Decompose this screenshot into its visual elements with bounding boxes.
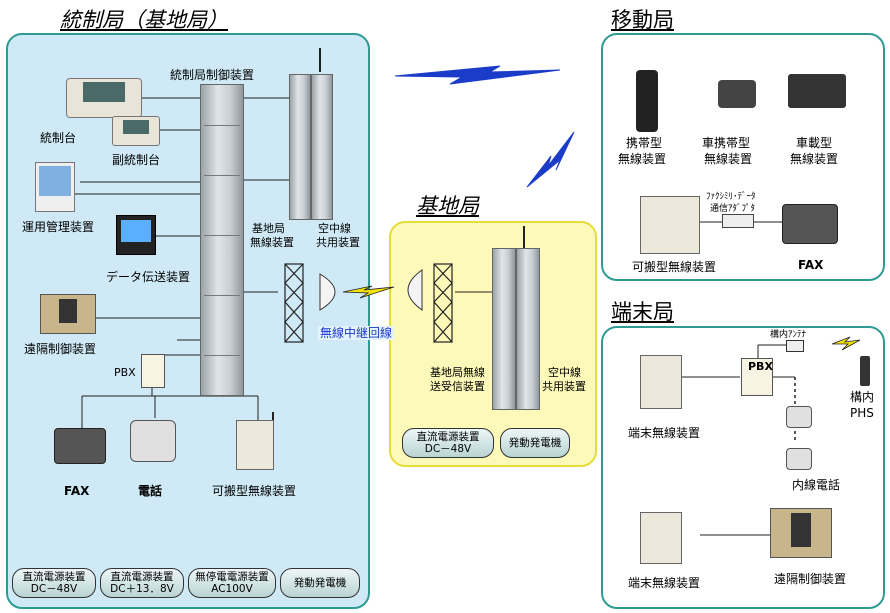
power-pill-ups-l1: 無停電電源装置 xyxy=(195,571,269,583)
vehicle-label-1: 車載型 xyxy=(796,136,833,150)
ops-mgmt-label: 運用管理装置 xyxy=(22,220,95,234)
fax-adapter-icon xyxy=(722,214,754,228)
phs-label-2: PHS xyxy=(850,406,874,420)
base-power-pill-dc48-l2: DC－48V xyxy=(424,443,472,455)
portable-radio-icon xyxy=(236,420,274,470)
base-ant-label-2: 共用装置 xyxy=(542,380,586,393)
adapter-label-1: ﾌｧｸｼﾐﾘ･ﾃﾞｰﾀ xyxy=(706,192,756,202)
base-power-pill-dc48-l1: 直流電源装置 xyxy=(416,431,480,443)
in-antenna-label: 構内ｱﾝﾃﾅ xyxy=(770,330,807,340)
remote-control-label: 遠隔制御装置 xyxy=(24,342,97,356)
terminal-pbx-label: PBX xyxy=(748,360,773,373)
base-radio-label-1: 基地局 xyxy=(252,222,285,235)
dish-right xyxy=(407,269,423,311)
control-station-title: 統制局（基地局） xyxy=(60,8,228,32)
radio-link-bolt-top xyxy=(394,65,561,85)
control-equipment-rack xyxy=(200,84,244,396)
base-power-pill-generator-l1: 発動発電機 xyxy=(508,437,562,449)
antenna-share-rack xyxy=(311,74,333,220)
power-pill-dc48-l2: DC－48V xyxy=(30,583,78,595)
phs-handset-icon xyxy=(860,356,870,386)
extension-phone-2-icon xyxy=(786,448,812,470)
fax-icon xyxy=(54,428,106,464)
sub-console-icon xyxy=(112,116,160,146)
radio-link-bolt-diagonal xyxy=(526,131,575,188)
terminal-station-title: 端末局 xyxy=(611,300,674,324)
terminal-radio-1-label: 端末無線装置 xyxy=(628,426,701,440)
base-power-pill-generator: 発動発電機 xyxy=(500,428,570,458)
power-pill-dc13-l1: 直流電源装置 xyxy=(110,571,174,583)
base-radio-label-2: 無線装置 xyxy=(250,236,294,249)
power-pill-generator-l1: 発動発電機 xyxy=(293,577,347,589)
relay-line-label: 無線中継回線 xyxy=(318,326,395,340)
mobile-portable-radio-label: 可搬型無線装置 xyxy=(632,260,717,274)
tower-right xyxy=(433,263,453,343)
portable-radio-label: 可搬型無線装置 xyxy=(212,484,297,498)
antenna-share-label-2: 共用装置 xyxy=(316,236,360,249)
power-pill-dc13-l2: DC＋13．8V xyxy=(110,583,174,595)
antenna-share-label-1: 空中線 xyxy=(318,222,351,235)
ops-mgmt-icon xyxy=(35,162,75,212)
base-tx-rack xyxy=(492,248,516,410)
phone-icon xyxy=(130,420,176,462)
relay-link-bolt xyxy=(342,285,395,299)
base-radio-rack xyxy=(289,74,311,220)
adapter-label-2: 通信ｱﾀﾞﾌﾟﾀ xyxy=(710,204,756,214)
remote-control-icon xyxy=(40,294,96,334)
pbx-box-icon xyxy=(141,354,165,388)
mobile-fax-label: FAX xyxy=(798,258,824,272)
handheld-radio-icon xyxy=(636,70,658,132)
phs-link-bolt xyxy=(831,336,861,351)
base-tx-label-2: 送受信装置 xyxy=(430,380,485,393)
sub-console-label: 副統制台 xyxy=(112,153,161,167)
vehicle-radio-icon xyxy=(788,74,846,108)
data-transfer-label: データ伝送装置 xyxy=(106,270,191,284)
data-transfer-icon xyxy=(116,215,156,255)
dish-left xyxy=(319,273,336,311)
power-pill-ups-l2: AC100V xyxy=(211,583,253,595)
vehicle-label-2: 無線装置 xyxy=(790,152,839,166)
base-antenna-share-rack xyxy=(516,248,540,410)
handheld-label-1: 携帯型 xyxy=(626,136,663,150)
vehicle-portable-label-1: 車携帯型 xyxy=(702,136,751,150)
terminal-pbx-box-icon xyxy=(741,358,773,396)
base-station-title: 基地局 xyxy=(416,194,479,218)
mobile-fax-icon xyxy=(782,204,838,244)
mobile-station-title: 移動局 xyxy=(611,8,674,32)
handheld-label-2: 無線装置 xyxy=(618,152,667,166)
terminal-radio-2-icon xyxy=(640,512,682,564)
terminal-radio-1-icon xyxy=(640,355,682,409)
phone-label: 電話 xyxy=(138,484,163,498)
control-equipment-label: 統制局制御装置 xyxy=(170,68,255,82)
phs-label-1: 構内 xyxy=(850,390,875,404)
base-ant-label-1: 空中線 xyxy=(548,366,581,379)
vehicle-portable-label-2: 無線装置 xyxy=(704,152,753,166)
console-label: 統制台 xyxy=(40,131,77,145)
terminal-remote-control-icon xyxy=(770,508,832,558)
tower-left xyxy=(284,263,304,343)
vehicle-portable-radio-icon xyxy=(718,80,756,108)
power-pill-generator: 発動発電機 xyxy=(280,568,360,598)
base-tx-label-1: 基地局無線 xyxy=(430,366,485,379)
fax-label: FAX xyxy=(64,484,90,498)
extension-phone-label: 内線電話 xyxy=(792,478,841,492)
console-icon xyxy=(66,78,142,118)
terminal-radio-2-label: 端末無線装置 xyxy=(628,576,701,590)
extension-phone-1-icon xyxy=(786,406,812,428)
mobile-portable-radio-icon xyxy=(640,196,700,254)
in-antenna-icon xyxy=(786,340,804,352)
pbx-label: PBX xyxy=(114,366,136,379)
power-pill-dc48-l1: 直流電源装置 xyxy=(22,571,86,583)
terminal-remote-control-label: 遠隔制御装置 xyxy=(774,572,847,586)
